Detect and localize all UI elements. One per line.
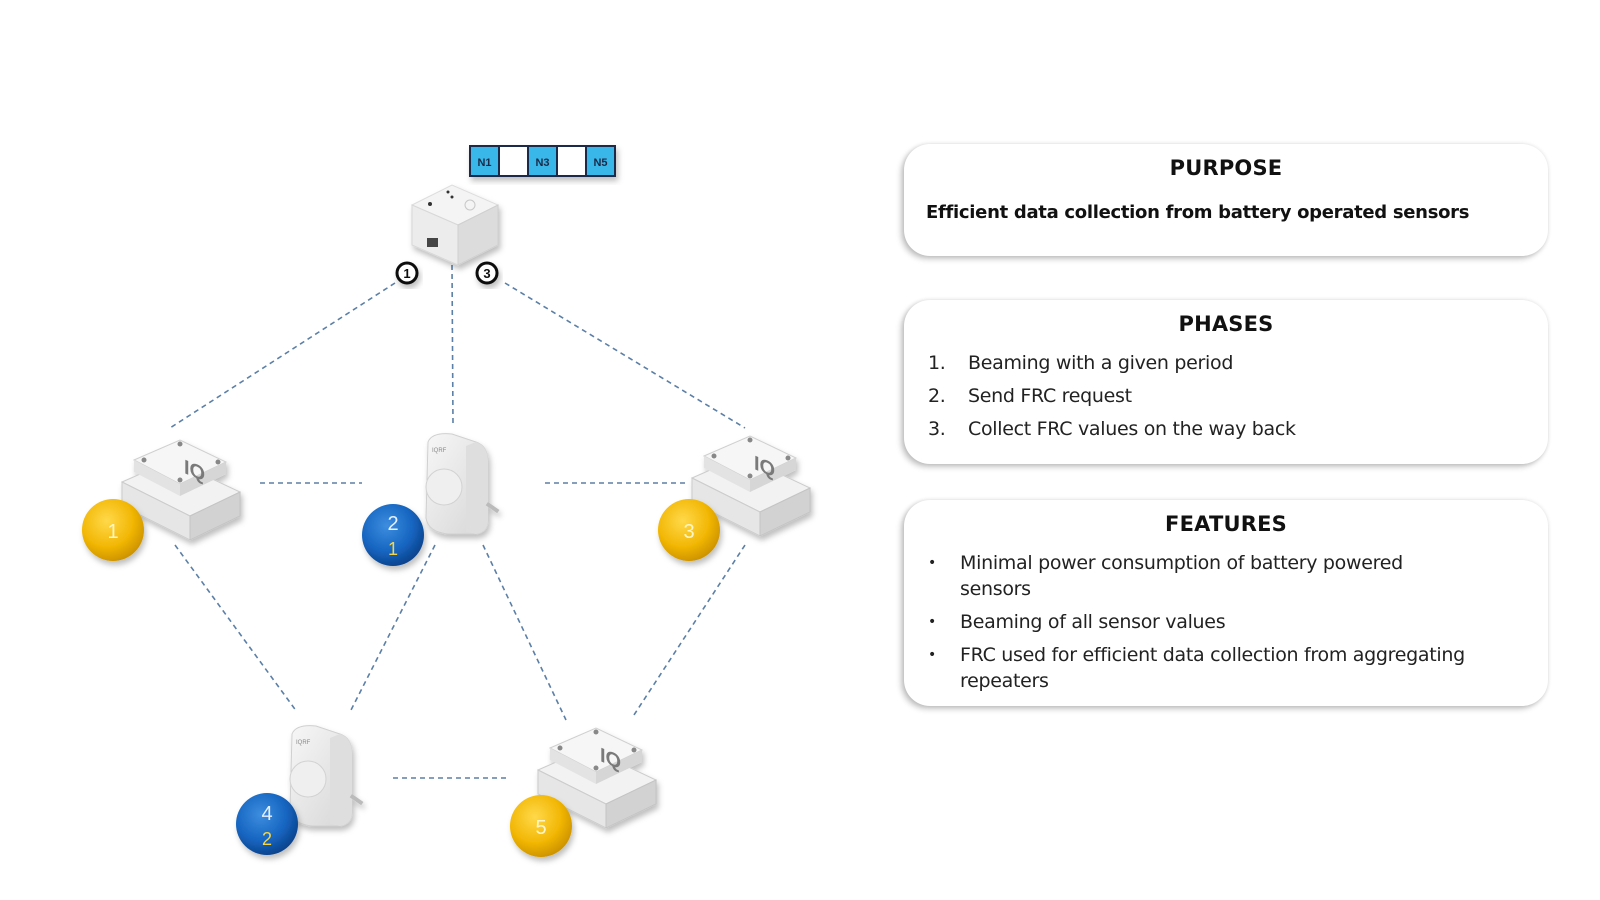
svg-text:1: 1 <box>403 266 410 281</box>
frc-cell <box>527 145 558 177</box>
purpose-panel: PURPOSE Efficient data collection from b… <box>904 144 1548 256</box>
phase-item: 1.Beaming with a given period <box>928 352 1234 374</box>
frc-cell <box>585 145 616 177</box>
frc-cell-label: N1 <box>477 157 491 169</box>
feature-item: •FRC used for efficient data collection … <box>928 644 1465 692</box>
frc-cell <box>469 145 500 177</box>
node-3-badge: 3 <box>658 499 720 561</box>
features-panel: FEATURES •Minimal power consumption of b… <box>904 500 1548 706</box>
node-4-badge: 4 2 <box>236 793 298 855</box>
phase-marker-1: 1 <box>395 261 419 285</box>
frc-register: N1 N3 N5 <box>469 145 616 177</box>
svg-text:2: 2 <box>262 829 272 849</box>
phases-title: PHASES <box>1178 312 1274 336</box>
feature-item: •Beaming of all sensor values <box>928 611 1226 633</box>
features-list: •Minimal power consumption of battery po… <box>904 550 1548 694</box>
svg-text:5: 5 <box>535 817 546 839</box>
phases-panel: PHASES 1.Beaming with a given period 2.S… <box>904 300 1548 464</box>
svg-text:3: 3 <box>483 266 490 281</box>
frc-cell-label: N5 <box>593 157 607 169</box>
sensor-device-icon: IQ <box>536 727 658 829</box>
network-diagram: N1 N3 N5 1 3 IQ 1 <box>82 145 812 857</box>
purpose-title: PURPOSE <box>1169 156 1283 180</box>
node-3-sensor[interactable]: IQ <box>690 435 812 537</box>
sensor-device-icon: IQ <box>690 435 812 537</box>
phase-item: 2.Send FRC request <box>928 385 1132 407</box>
link-node2-node5 <box>482 544 567 721</box>
svg-text:2: 2 <box>387 513 398 535</box>
svg-text:IQ: IQ <box>600 744 621 775</box>
bullet-icon: • <box>928 555 936 571</box>
mesh-links <box>169 264 746 779</box>
frc-cell-label: N3 <box>535 157 549 169</box>
svg-text:IQRF: IQRF <box>432 448 447 454</box>
node-1-sensor[interactable]: IQ <box>120 439 242 541</box>
svg-text:IQRF: IQRF <box>296 740 311 746</box>
node-4-repeater[interactable]: IQRF <box>289 725 364 827</box>
link-coordinator-node3 <box>504 282 746 429</box>
bullet-icon: • <box>928 614 936 630</box>
feature-item: •Minimal power consumption of battery po… <box>928 552 1403 600</box>
svg-text:1: 1 <box>107 521 118 543</box>
repeater-plug-icon: IQRF <box>289 725 364 827</box>
svg-text:1: 1 <box>388 539 398 559</box>
svg-text:4: 4 <box>261 803 272 825</box>
svg-text:IQ: IQ <box>184 456 205 487</box>
phase-marker-3: 3 <box>475 261 499 285</box>
link-node2-node4 <box>349 544 436 713</box>
svg-text:IQ: IQ <box>754 452 775 483</box>
node-5-badge: 5 <box>510 795 572 857</box>
bullet-icon: • <box>928 647 936 663</box>
svg-text:3: 3 <box>683 521 694 543</box>
link-node3-node5 <box>631 544 746 719</box>
frc-cell <box>556 145 587 177</box>
features-title: FEATURES <box>1165 512 1287 536</box>
phases-list: 1.Beaming with a given period 2.Send FRC… <box>904 350 1548 442</box>
node-2-badge: 2 1 <box>362 504 424 566</box>
sensor-device-icon: IQ <box>120 439 242 541</box>
purpose-text: Efficient data collection from battery o… <box>926 202 1470 223</box>
link-coordinator-node1 <box>169 282 396 429</box>
node-5-sensor[interactable]: IQ <box>536 727 658 829</box>
link-coordinator-node2 <box>451 264 454 426</box>
link-node1-node4 <box>174 544 298 713</box>
repeater-plug-icon: IQRF <box>425 433 500 535</box>
node-1-badge: 1 <box>82 499 144 561</box>
frc-cell <box>498 145 529 177</box>
node-2-repeater[interactable]: IQRF <box>425 433 500 535</box>
coordinator-gateway-icon <box>410 184 500 266</box>
phase-item: 3.Collect FRC values on the way back <box>928 418 1296 440</box>
